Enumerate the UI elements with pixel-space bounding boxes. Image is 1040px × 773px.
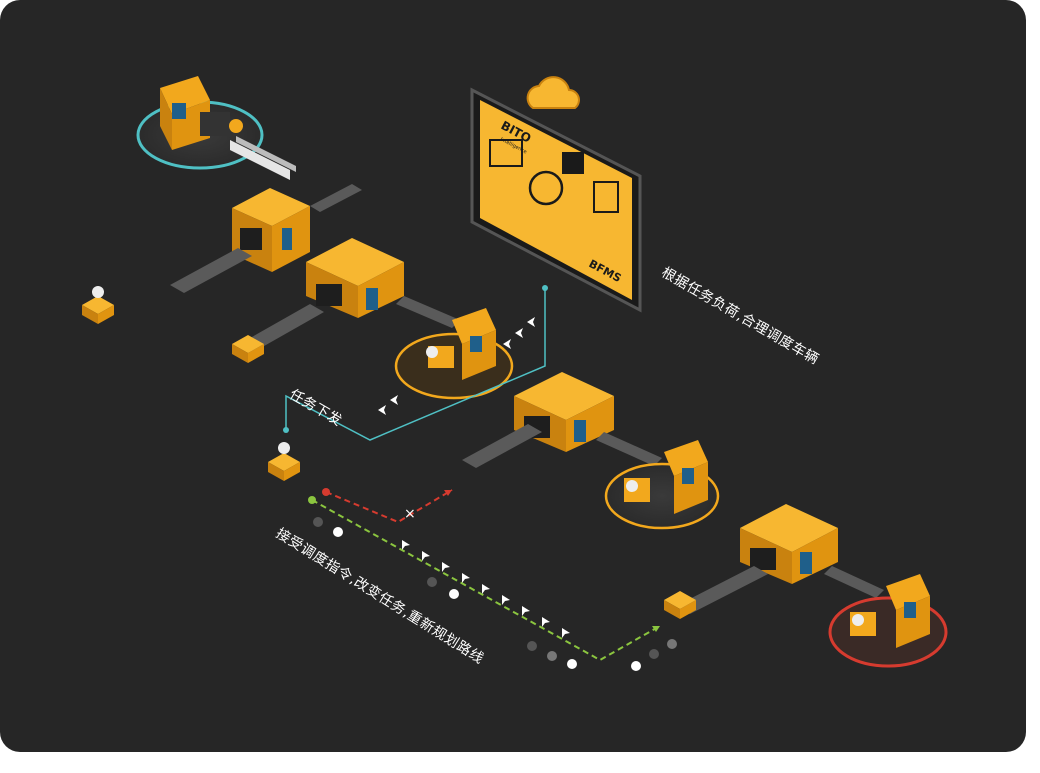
machine-3 [514, 372, 614, 452]
motion-dots [313, 517, 677, 671]
cloud-icon [526, 76, 580, 109]
machine-4 [740, 504, 838, 584]
agv-cart-3 [268, 442, 300, 481]
dispatch-line [283, 285, 548, 441]
factory-illustration: BITO Intelligence BFMS × [82, 76, 948, 671]
rail-1 [230, 136, 296, 180]
canvas-panel: BITO Intelligence BFMS × [0, 0, 1026, 752]
reroute-chevrons [402, 540, 570, 638]
machine-2 [306, 238, 404, 318]
bfms-screen [470, 87, 642, 313]
robot-cell-2 [426, 308, 496, 380]
blocked-marker: × [404, 506, 416, 522]
robot-cell-1 [160, 76, 243, 150]
reroute-path [308, 496, 661, 662]
agv-cart-2 [232, 335, 264, 363]
conveyor-3 [462, 424, 662, 468]
dispatch-chevrons [378, 317, 535, 415]
agv-cart-4 [664, 591, 696, 619]
machine-1 [232, 188, 310, 272]
conveyor-4 [676, 566, 884, 614]
robot-cell-3 [624, 440, 708, 514]
conveyor-1 [170, 184, 362, 293]
robot-cell-4 [850, 574, 930, 648]
blocked-path [322, 488, 453, 524]
agv-cart-1 [82, 286, 114, 324]
